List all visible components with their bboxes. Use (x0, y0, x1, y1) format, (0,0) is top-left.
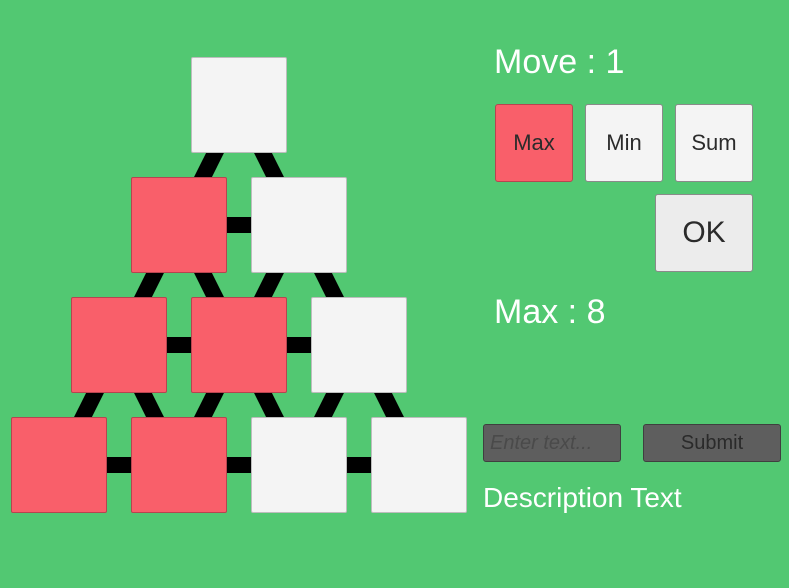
pyramid-board (11, 57, 467, 513)
pyramid-tile-r4-c2[interactable] (131, 417, 227, 513)
max-button[interactable]: Max (495, 104, 573, 182)
description-text: Description Text (483, 482, 682, 513)
min-button[interactable]: Min (585, 104, 663, 182)
pyramid-tile-r4-c4[interactable] (371, 417, 467, 513)
pyramid-tile-r4-c3[interactable] (251, 417, 347, 513)
pyramid-tile-r1-c1[interactable] (191, 57, 287, 153)
move-counter: Move : 1 (494, 43, 625, 81)
pyramid-tile-r2-c1[interactable] (131, 177, 227, 273)
ok-button[interactable]: OK (655, 194, 753, 272)
pyramid-tile-r4-c1[interactable] (11, 417, 107, 513)
result-label: Max : 8 (494, 293, 606, 331)
submit-button[interactable]: Submit (643, 424, 781, 462)
pyramid-tile-r3-c1[interactable] (71, 297, 167, 393)
text-input[interactable] (483, 424, 621, 462)
pyramid-tile-r3-c3[interactable] (311, 297, 407, 393)
pyramid-tile-r2-c2[interactable] (251, 177, 347, 273)
sum-button[interactable]: Sum (675, 104, 753, 182)
pyramid-tile-r3-c2[interactable] (191, 297, 287, 393)
